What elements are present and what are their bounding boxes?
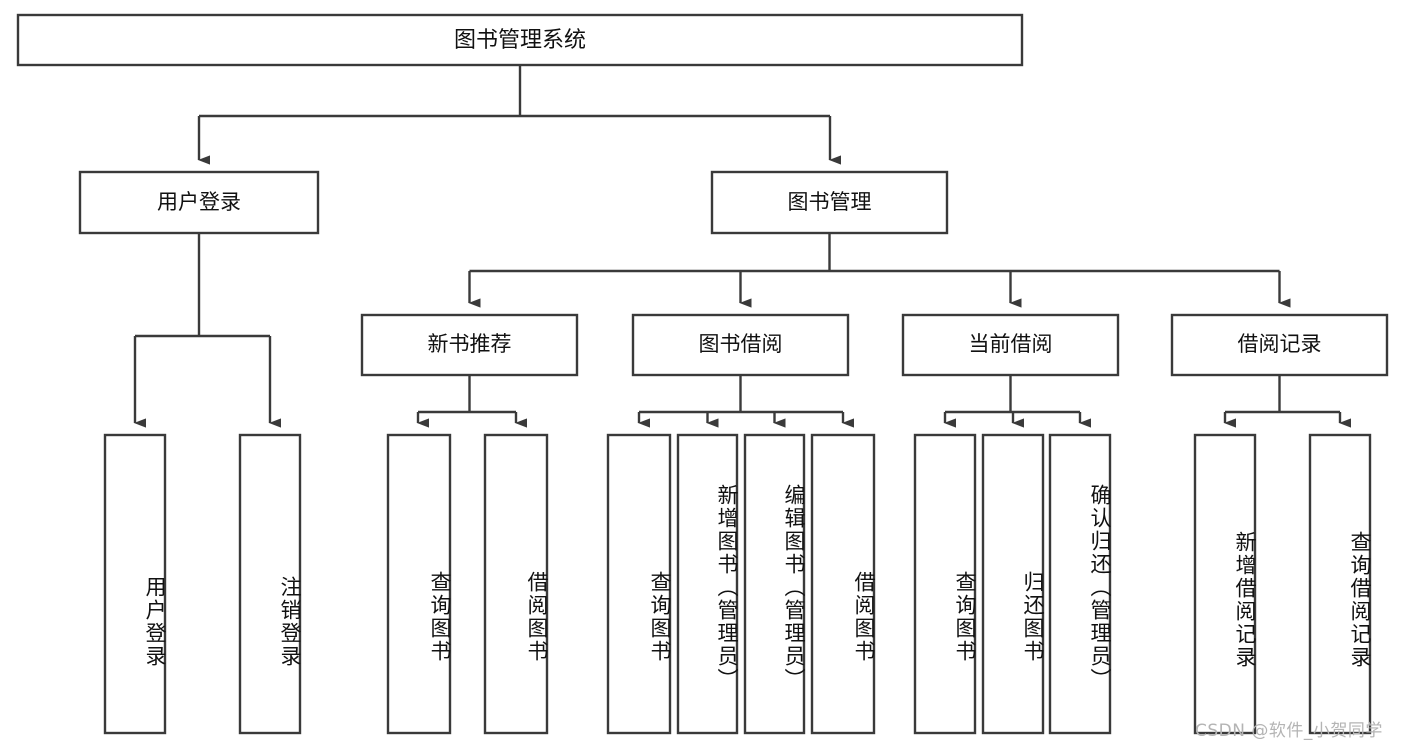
node-root-label: 图书管理系统 [454,28,586,53]
node-book-mgmt-box[interactable] [710,170,949,235]
leaf-box-borrow-book[interactable] [810,433,876,735]
node-root-box[interactable] [16,13,1024,67]
leaf-box-query-book-cur[interactable] [913,433,977,735]
csdn-watermark: CSDN @软件_小贺同学 [1195,721,1383,741]
leaf-box-query-book[interactable] [606,433,672,735]
leaf-box-query-record[interactable] [1308,433,1372,735]
node-borrow-box[interactable] [631,313,850,377]
leaf-box-add-book-admin[interactable] [676,433,739,735]
node-new-book-box[interactable] [360,313,579,377]
node-book-mgmt-label: 图书管理 [788,190,872,214]
node-new-book-label: 新书推荐 [428,332,512,356]
leaf-box-user-login[interactable] [103,433,167,735]
leaf-box-return-book[interactable] [981,433,1045,735]
node-current-borrow-box[interactable] [901,313,1120,377]
leaf-box-add-record[interactable] [1193,433,1257,735]
leaf-box-logout[interactable] [238,433,302,735]
leaf-box-query-book-new[interactable] [386,433,452,735]
node-user-login-label: 用户登录 [157,190,241,214]
node-current-borrow-label: 当前借阅 [969,332,1053,356]
node-borrow-label: 图书借阅 [699,332,783,356]
leaf-box-edit-book-admin[interactable] [743,433,806,735]
node-borrow-record-label: 借阅记录 [1238,332,1322,356]
node-borrow-record-box[interactable] [1170,313,1389,377]
leaf-box-borrow-book-new[interactable] [483,433,549,735]
leaf-box-confirm-return[interactable] [1048,433,1112,735]
